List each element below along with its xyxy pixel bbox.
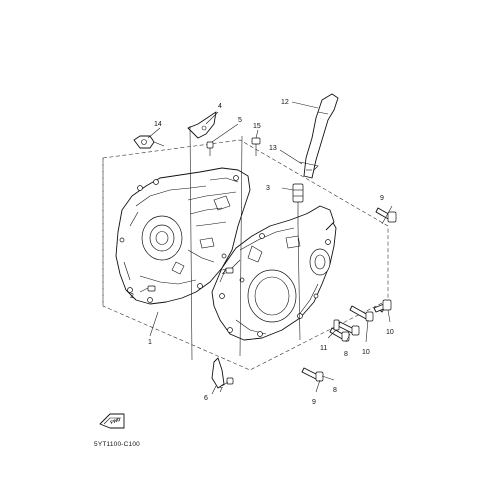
hose-clamp xyxy=(133,135,165,149)
callout-8-upper: 8 xyxy=(344,351,348,358)
callout-11: 11 xyxy=(320,345,327,352)
callout-4: 4 xyxy=(218,103,222,110)
callout-13: 13 xyxy=(269,145,277,152)
leader-lines xyxy=(139,101,393,395)
callout-10-mid: 10 xyxy=(362,349,370,356)
callout-15: 15 xyxy=(253,123,261,130)
callout-labels: 1 2 2 3 4 5 6 7 8 8 9 9 10 10 11 12 13 1… xyxy=(130,99,394,406)
left-crankcase-half xyxy=(115,167,251,305)
callout-7: 7 xyxy=(219,387,223,394)
breather-hose xyxy=(299,93,339,179)
assembly-outline xyxy=(102,139,389,371)
top-clamp xyxy=(187,111,217,156)
dowel-pins xyxy=(147,267,234,292)
lower-clamp xyxy=(211,357,234,389)
callout-2-right: 2 xyxy=(222,269,226,276)
drawing-code: 5YT1100-C100 xyxy=(94,441,140,448)
fwd-arrow-icon: FWD xyxy=(99,413,125,429)
callout-14: 14 xyxy=(154,121,162,128)
fastener-bolts xyxy=(301,207,397,382)
callout-10-right: 10 xyxy=(386,329,394,336)
callout-9-lower: 9 xyxy=(312,399,316,406)
callout-12: 12 xyxy=(281,99,289,106)
callout-8-lower: 8 xyxy=(333,387,337,394)
callout-5: 5 xyxy=(238,117,242,124)
callout-6: 6 xyxy=(204,395,208,402)
breather-fitting xyxy=(292,183,304,226)
callout-1: 1 xyxy=(148,339,152,346)
callout-2-left: 2 xyxy=(130,293,134,300)
top-bolt xyxy=(251,137,261,156)
fwd-label: FWD xyxy=(110,416,122,424)
callout-9-upper: 9 xyxy=(380,195,384,202)
callout-3: 3 xyxy=(266,185,270,192)
right-crankcase-half xyxy=(211,205,337,341)
